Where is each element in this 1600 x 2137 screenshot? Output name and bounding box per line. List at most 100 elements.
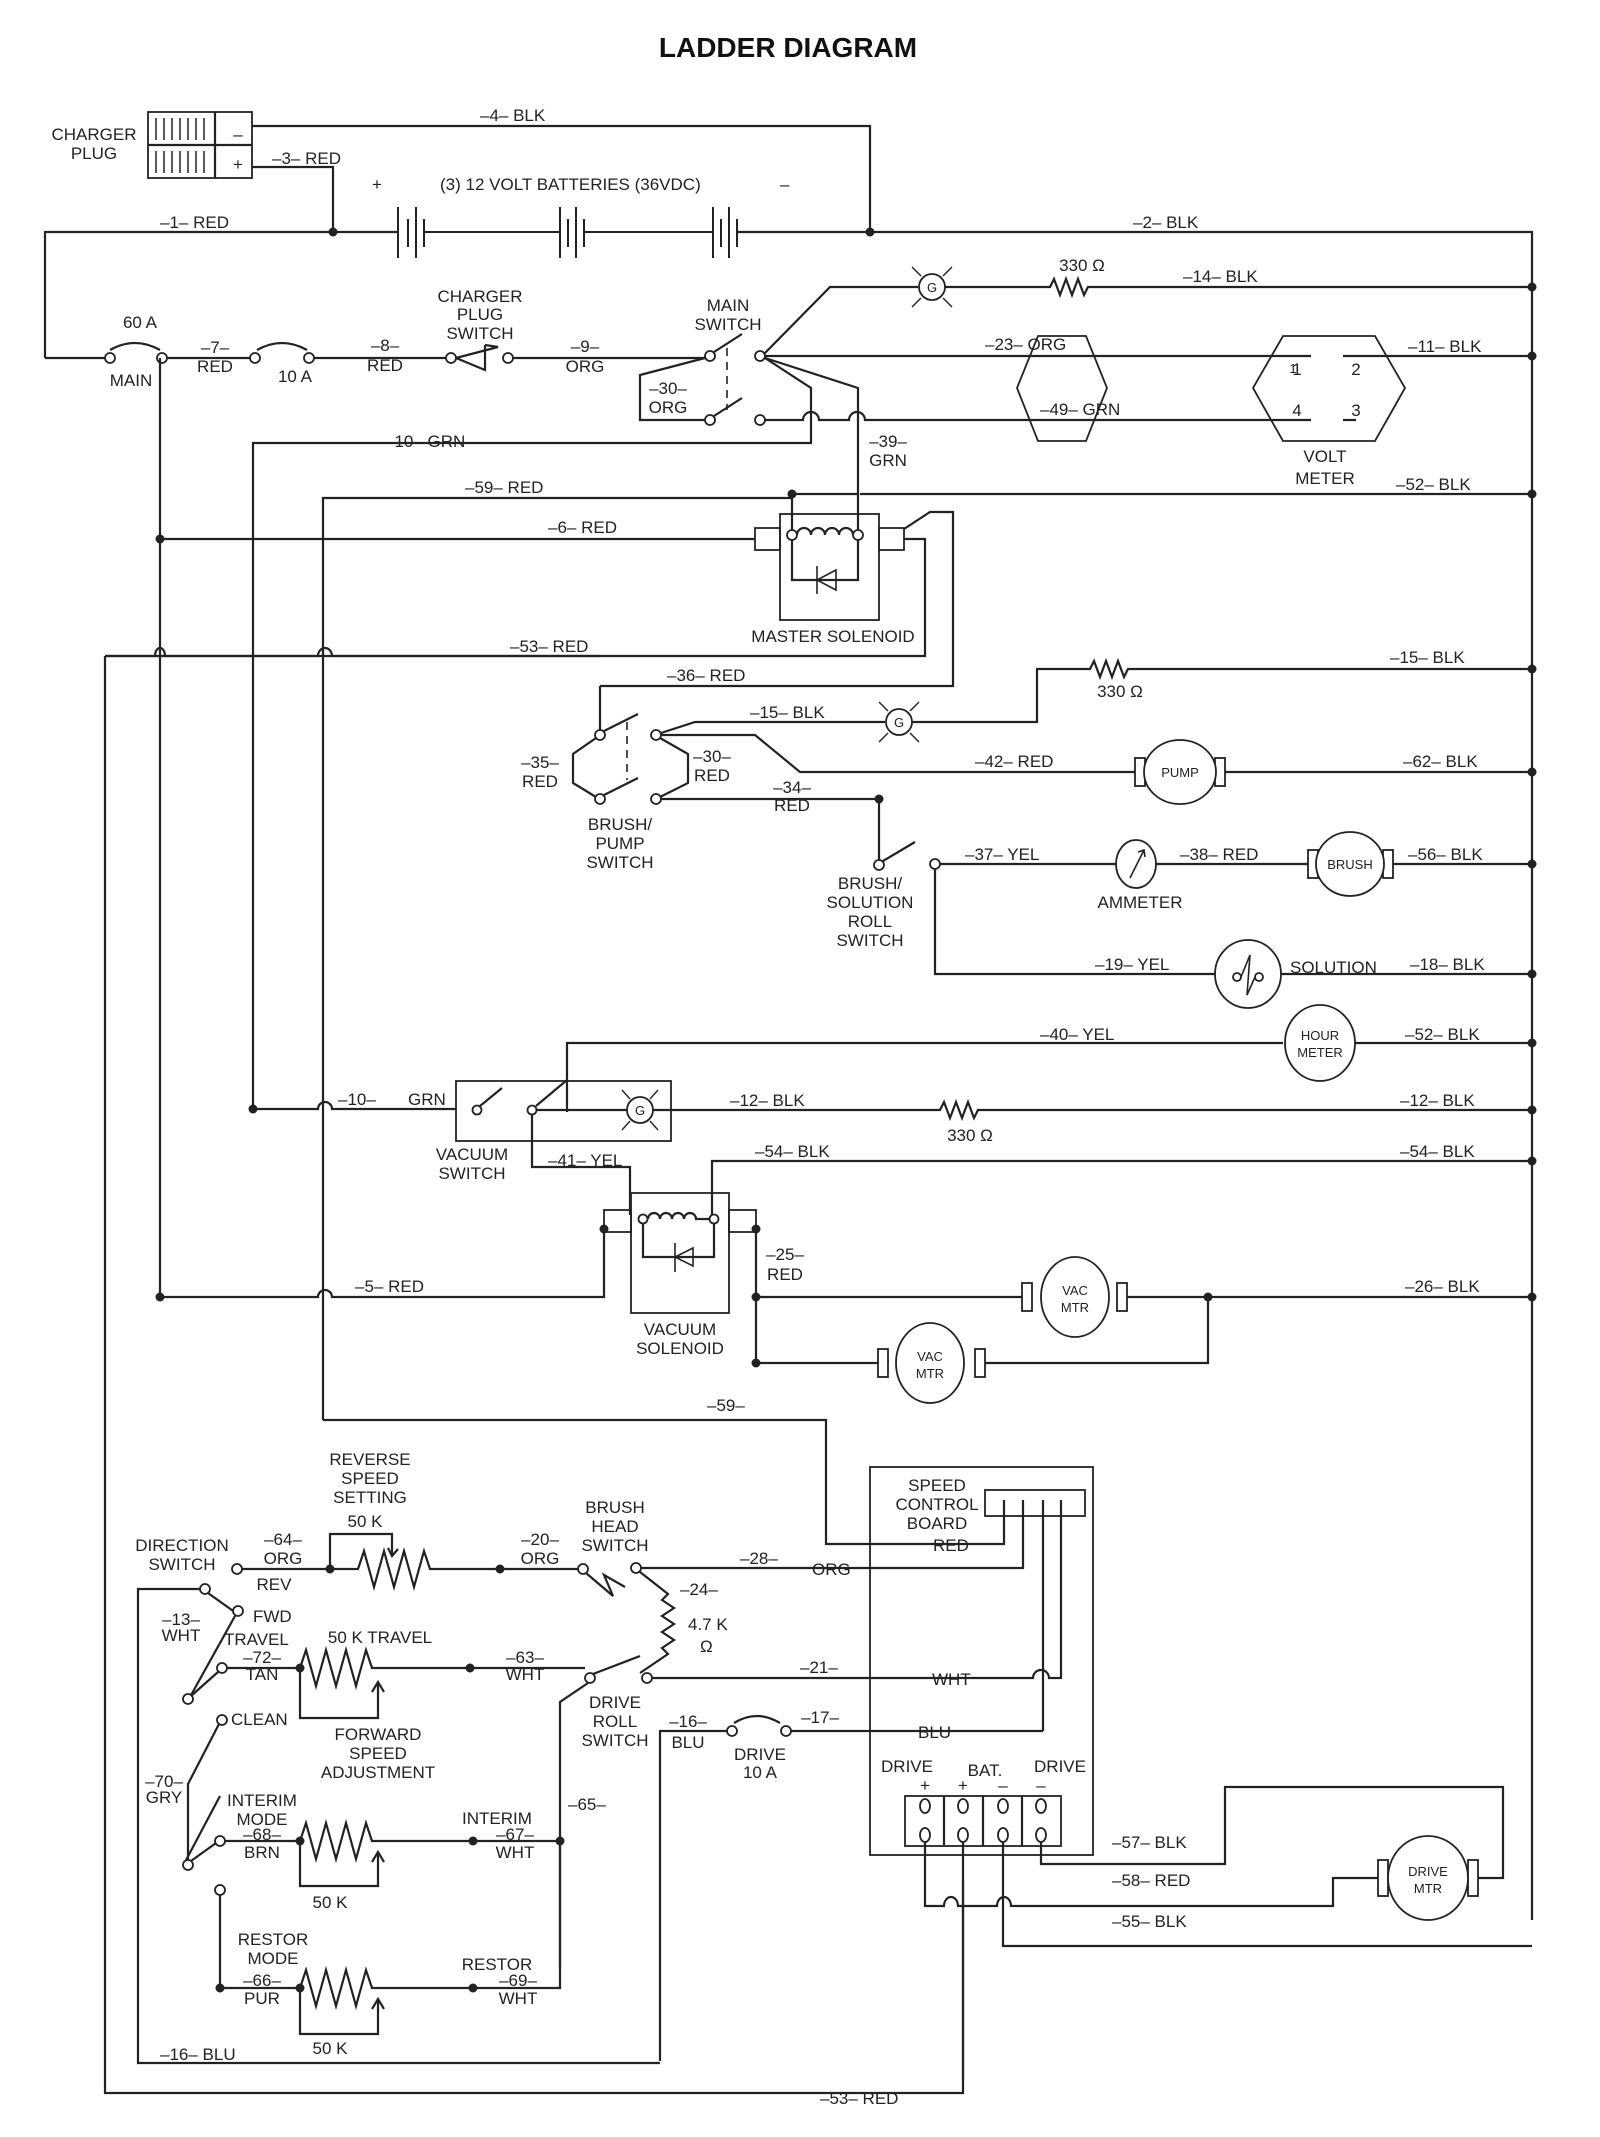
- wire-66-color: PUR: [244, 1989, 280, 2008]
- reverse-speed-label-3: SETTING: [333, 1488, 407, 1507]
- wire-65-label: –65–: [568, 1795, 606, 1814]
- wire-64-color: ORG: [264, 1549, 303, 1568]
- reverse-speed-label-2: SPEED: [341, 1469, 399, 1488]
- restor-mode-label: RESTOR: [238, 1930, 309, 1949]
- volt-meter-label-2: METER: [1295, 469, 1355, 488]
- wire-21-color: WHT: [932, 1670, 971, 1689]
- terminal-sign: +: [920, 1776, 930, 1795]
- roll-switch-label-4: SWITCH: [836, 931, 903, 950]
- brush-head-switch-label-2: HEAD: [591, 1517, 638, 1536]
- wire-56-label: –56– BLK: [1408, 845, 1483, 864]
- main-breaker-label: MAIN: [110, 371, 153, 390]
- restor-pot-label: 50 K: [313, 2039, 349, 2058]
- wire-34-label: –34–: [773, 778, 811, 797]
- clean-label: CLEAN: [231, 1710, 288, 1729]
- interim-mode-label-2: MODE: [237, 1810, 288, 1829]
- lamp-glyph: G: [894, 715, 904, 730]
- terminal-drive-minus-label: DRIVE: [1034, 1757, 1086, 1776]
- wire-10-label: –10– GRN: [385, 432, 465, 451]
- reverse-pot-label: 50 K: [348, 1512, 384, 1531]
- wire-10b-label: –10–: [338, 1090, 376, 1109]
- wire-38-label: –38– RED: [1180, 845, 1258, 864]
- wire-14-label: –14– BLK: [1183, 267, 1258, 286]
- roll-switch-label-2: SOLUTION: [827, 893, 914, 912]
- indicator-lamp: G: [911, 266, 953, 308]
- battery-plus-sign: +: [372, 175, 382, 194]
- speed-control-board: [869, 1466, 1094, 1856]
- wire-26-label: –26– BLK: [1405, 1277, 1480, 1296]
- resistor-330-label: 330 Ω: [1059, 256, 1105, 275]
- brush-head-switch-label: BRUSH: [585, 1498, 645, 1517]
- wire-70-label: –70–: [145, 1772, 183, 1791]
- scb-label: SPEED: [908, 1476, 966, 1495]
- volt-meter-pin: 1: [1292, 360, 1301, 379]
- master-solenoid: [754, 513, 905, 621]
- wire-68-color: BRN: [244, 1843, 280, 1862]
- volt-meter-pin: 4: [1292, 401, 1301, 420]
- charger-plug-label: CHARGER: [51, 125, 136, 144]
- wire-6-label: –6– RED: [548, 518, 617, 537]
- wire-30-label: –30–: [649, 379, 687, 398]
- charger-plug-switch-label-2: PLUG: [457, 305, 503, 324]
- wire-17-label: –17–: [801, 1708, 839, 1727]
- wire-30b-color: RED: [694, 766, 730, 785]
- roll-switch-label-3: ROLL: [848, 912, 892, 931]
- vacuum-switch: G: [455, 1079, 672, 1142]
- volt-meter: 1: [1016, 335, 1297, 442]
- diagram-title: LADDER DIAGRAM: [659, 32, 917, 63]
- resistor-4-7k-label: 4.7 K: [688, 1615, 728, 1634]
- master-solenoid-label: MASTER SOLENOID: [751, 627, 914, 646]
- vacuum-solenoid-label-2: SOLENOID: [636, 1339, 724, 1358]
- drive-motor-label-2: MTR: [1414, 1881, 1442, 1896]
- drive-roll-label: DRIVE: [589, 1693, 641, 1712]
- volt-meter-label: VOLT: [1303, 447, 1346, 466]
- volt-pin-1: 1: [1289, 361, 1296, 376]
- brush-pump-switch: [571, 713, 690, 805]
- wire-64-label: –64–: [264, 1530, 302, 1549]
- vacuum-solenoid-label: VACUUM: [644, 1320, 716, 1339]
- wire-30-color: ORG: [649, 398, 688, 417]
- wire-15b-label: –15– BLK: [1390, 648, 1465, 667]
- solution-valve: [1214, 939, 1282, 1009]
- ammeter: [1115, 839, 1157, 889]
- wire-41-label: –41– YEL: [548, 1151, 622, 1170]
- wire-13-color: WHT: [162, 1626, 201, 1645]
- wire-10b-color: GRN: [408, 1090, 446, 1109]
- vac-motor-label: VAC: [1062, 1283, 1088, 1298]
- terminal-bat-label: BAT.: [968, 1761, 1003, 1780]
- drive-roll-switch: [584, 1654, 653, 1684]
- wire-30b-label: –30–: [693, 747, 731, 766]
- fwd-label: FWD: [253, 1607, 292, 1626]
- fuse-10a-label: 10 A: [278, 367, 313, 386]
- main-switch-label: MAIN: [707, 296, 750, 315]
- drive-fuse-label: DRIVE: [734, 1745, 786, 1764]
- pump-label: PUMP: [1161, 765, 1199, 780]
- interim-pot-label: 50 K: [313, 1893, 349, 1912]
- wire-72-color: TAN: [246, 1665, 279, 1684]
- wire-57-label: –57– BLK: [1112, 1833, 1187, 1852]
- pump-motor: PUMP: [1134, 739, 1226, 805]
- wire-53b-label: –53– RED: [820, 2089, 898, 2108]
- wire-18-label: –18– BLK: [1410, 955, 1485, 974]
- resistor-4-7k-ohm: Ω: [700, 1637, 713, 1656]
- volt-meter-pin: 3: [1351, 401, 1360, 420]
- brush-solution-roll-switch: [873, 841, 941, 871]
- wire-72-label: –72–: [243, 1648, 281, 1667]
- wire-19-label: –19– YEL: [1095, 955, 1169, 974]
- wire-28-color: ORG: [812, 1560, 851, 1579]
- charger-plug-label-2: PLUG: [71, 144, 117, 163]
- wire-52-label: –52– BLK: [1396, 475, 1471, 494]
- charger-plug-switch-label-3: SWITCH: [446, 324, 513, 343]
- wire-5-label: –5– RED: [355, 1277, 424, 1296]
- drive-motor: DRIVE MTR: [1377, 1835, 1479, 1921]
- brush-pump-switch-label-3: SWITCH: [586, 853, 653, 872]
- interim-label: INTERIM: [462, 1809, 532, 1828]
- scb-label-2: CONTROL: [895, 1495, 978, 1514]
- wire-16-label: –16–: [669, 1712, 707, 1731]
- wire-69-color: WHT: [499, 1989, 538, 2008]
- hour-meter-label-2: METER: [1297, 1045, 1343, 1060]
- wire-54b-label: –54– BLK: [1400, 1142, 1475, 1161]
- wire-9-label: –9–: [571, 337, 600, 356]
- terminal-drive-plus-label: DRIVE: [881, 1757, 933, 1776]
